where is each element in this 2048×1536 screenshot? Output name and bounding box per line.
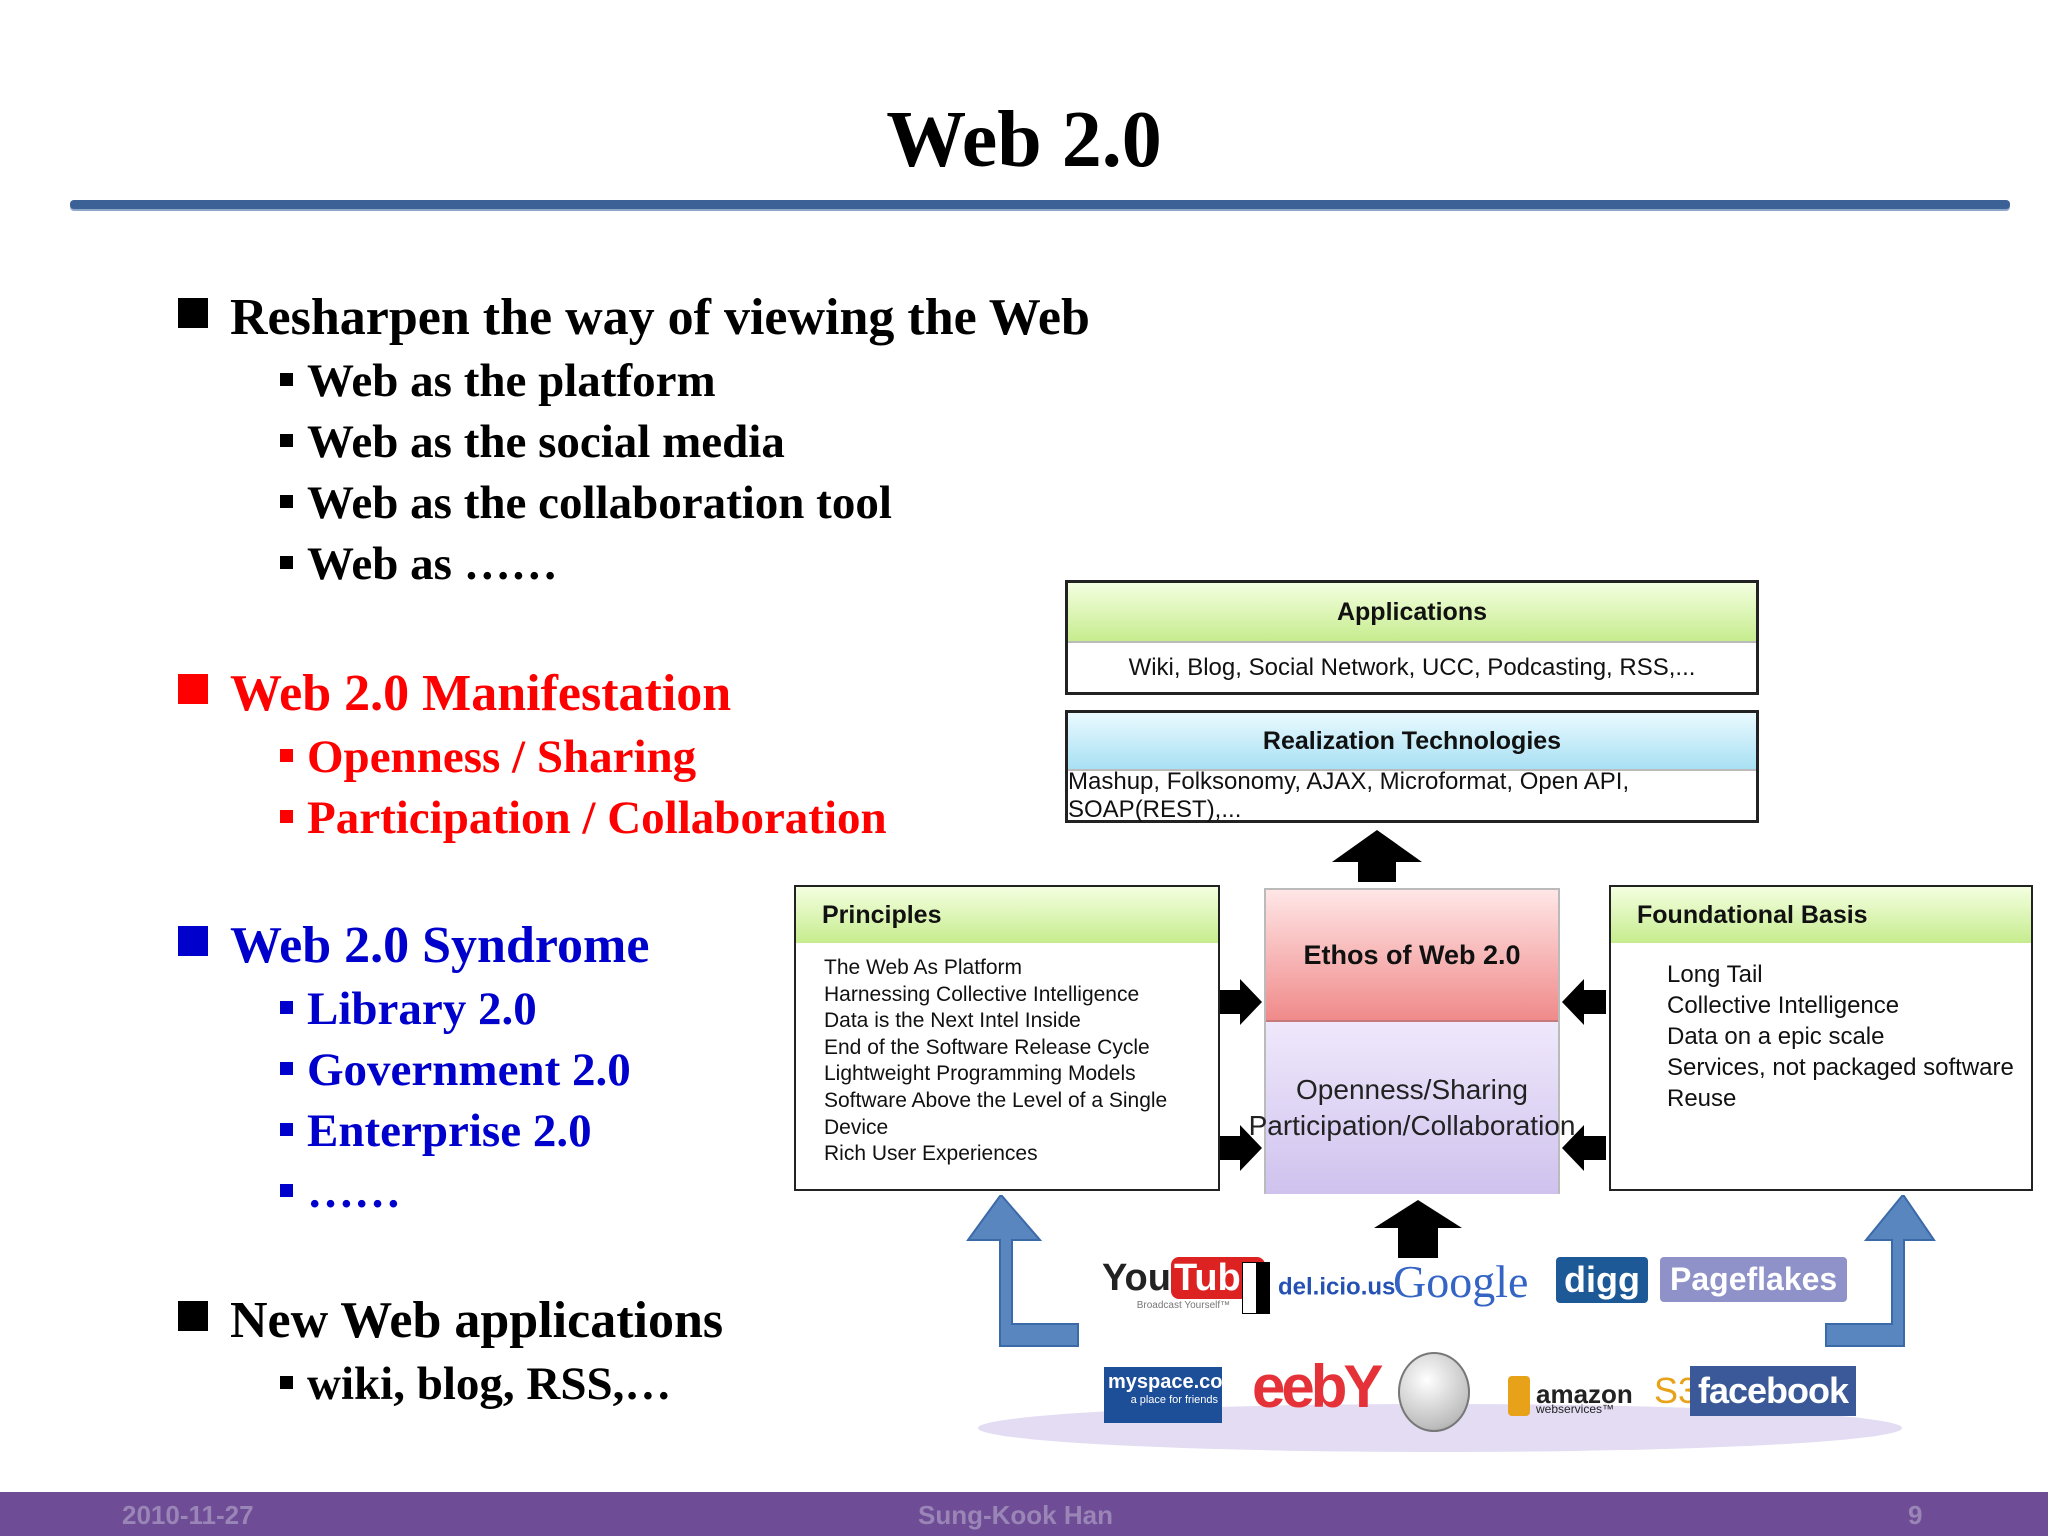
applications-text: Wiki, Blog, Social Network, UCC, Podcast… bbox=[1128, 654, 1696, 681]
technologies-box: Realization Technologies Mashup, Folkson… bbox=[1065, 710, 1759, 823]
technologies-title: Realization Technologies bbox=[1068, 713, 1756, 771]
list-item: Web as the platform bbox=[280, 354, 716, 408]
foundational-title: Foundational Basis bbox=[1611, 887, 2031, 943]
delicious-icon bbox=[1242, 1262, 1270, 1314]
ethos-box: Ethos of Web 2.0 Openness/Sharing Partic… bbox=[1249, 888, 1575, 1194]
square-bullet-icon bbox=[280, 495, 293, 508]
square-bullet-icon bbox=[280, 1376, 293, 1389]
technologies-text: Mashup, Folksonomy, AJAX, Microformat, O… bbox=[1068, 768, 1630, 823]
square-bullet-icon bbox=[280, 810, 293, 823]
list-item: Openness / Sharing bbox=[280, 730, 696, 784]
youtube-logo: YouTube Broadcast Yourself™ bbox=[1102, 1257, 1265, 1311]
principles-box: Principles The Web As Platform Harnessin… bbox=[794, 885, 1220, 1191]
digg-logo: digg bbox=[1556, 1257, 1648, 1303]
footer-author: Sung-Kook Han bbox=[918, 1500, 1113, 1530]
list-item: End of the Software Release Cycle bbox=[824, 1035, 1150, 1059]
list-item: Web as the collaboration tool bbox=[280, 476, 892, 530]
applications-box: Applications Wiki, Blog, Social Network,… bbox=[1065, 580, 1759, 695]
square-bullet-icon bbox=[280, 1184, 293, 1197]
footer-date: 2010-11-27 bbox=[122, 1500, 254, 1530]
list-item: Rich User Experiences bbox=[824, 1142, 1038, 1166]
amazon-logo: amazon webservices™ S3 bbox=[1508, 1370, 1698, 1417]
wikipedia-globe-icon bbox=[1398, 1352, 1470, 1432]
square-bullet-icon bbox=[280, 749, 293, 762]
list-item: Reuse bbox=[1667, 1085, 1737, 1112]
list-item: Data on a epic scale bbox=[1667, 1023, 1885, 1050]
slide-title: Web 2.0 bbox=[886, 96, 1162, 184]
list-item: Lightweight Programming Models bbox=[824, 1062, 1136, 1086]
list-item: …… bbox=[280, 1165, 401, 1219]
ethos-values: Openness/Sharing Participation/Collabora… bbox=[1249, 1022, 1575, 1194]
list-item: Participation / Collaboration bbox=[280, 791, 887, 845]
section-heading: Web 2.0 Syndrome bbox=[178, 916, 649, 975]
facebook-logo: facebook bbox=[1690, 1366, 1857, 1416]
list-item: Library 2.0 bbox=[280, 982, 537, 1036]
square-bullet-icon bbox=[280, 434, 293, 447]
applications-title: Applications bbox=[1068, 583, 1756, 643]
list-item: Long Tail bbox=[1667, 961, 1763, 988]
ethos-line: Openness/Sharing bbox=[1296, 1074, 1528, 1105]
ethos-line: Participation/Collaboration bbox=[1248, 1110, 1576, 1141]
list-item: Harnessing Collective Intelligence bbox=[824, 982, 1140, 1006]
myspace-logo: myspace.com a place for friends bbox=[1104, 1367, 1240, 1423]
square-bullet-icon bbox=[178, 298, 208, 328]
principles-title: Principles bbox=[796, 887, 1218, 943]
arrow-right-icon bbox=[1220, 979, 1262, 1171]
arrow-up-icon bbox=[1332, 830, 1422, 882]
list-item: Services, not packaged software bbox=[1667, 1054, 2014, 1081]
section-heading: Resharpen the way of viewing the Web bbox=[178, 288, 1090, 347]
square-bullet-icon bbox=[280, 1001, 293, 1014]
blue-arrow-right-icon bbox=[1825, 1195, 1936, 1347]
square-bullet-icon bbox=[178, 926, 208, 956]
ethos-title: Ethos of Web 2.0 bbox=[1266, 890, 1558, 1022]
list-item: Data is the Next Intel Inside bbox=[824, 1009, 1081, 1033]
list-item: Government 2.0 bbox=[280, 1043, 631, 1097]
square-bullet-icon bbox=[178, 1301, 208, 1331]
arrow-left-icon bbox=[1562, 979, 1606, 1171]
ebay-logo: eebY bbox=[1252, 1353, 1383, 1420]
list-item: Software Above the Level of a Single Dev… bbox=[824, 1088, 1168, 1139]
list-item: wiki, blog, RSS,… bbox=[280, 1357, 671, 1411]
list-item: Enterprise 2.0 bbox=[280, 1104, 592, 1158]
pageflakes-logo: Pageflakes bbox=[1660, 1257, 1848, 1302]
footer-bar: 2010-11-27 Sung-Kook Han 9 bbox=[0, 1492, 2048, 1536]
principles-list: The Web As Platform Harnessing Collectiv… bbox=[796, 943, 1218, 1168]
square-bullet-icon bbox=[280, 556, 293, 569]
section-heading: New Web applications bbox=[178, 1291, 723, 1350]
square-bullet-icon bbox=[280, 373, 293, 386]
square-bullet-icon bbox=[178, 674, 208, 704]
list-item: Collective Intelligence bbox=[1667, 992, 1900, 1019]
amazon-box-icon bbox=[1508, 1376, 1530, 1417]
list-item: The Web As Platform bbox=[824, 956, 1023, 979]
square-bullet-icon bbox=[280, 1123, 293, 1136]
blue-arrow-left-icon bbox=[966, 1195, 1079, 1347]
google-logo: Google bbox=[1393, 1256, 1529, 1307]
delicious-logo: del.icio.us bbox=[1242, 1262, 1395, 1314]
square-bullet-icon bbox=[280, 1062, 293, 1075]
foundational-box: Foundational Basis Long Tail Collective … bbox=[1609, 885, 2033, 1191]
arrow-up-icon bbox=[1374, 1200, 1462, 1258]
list-item: Web as …… bbox=[280, 537, 558, 591]
foundational-list: Long Tail Collective Intelligence Data o… bbox=[1611, 943, 2031, 1114]
list-item: Web as the social media bbox=[280, 415, 785, 469]
page-number: 9 bbox=[1908, 1500, 1923, 1530]
section-heading: Web 2.0 Manifestation bbox=[178, 664, 731, 723]
title-rule bbox=[70, 200, 2010, 209]
